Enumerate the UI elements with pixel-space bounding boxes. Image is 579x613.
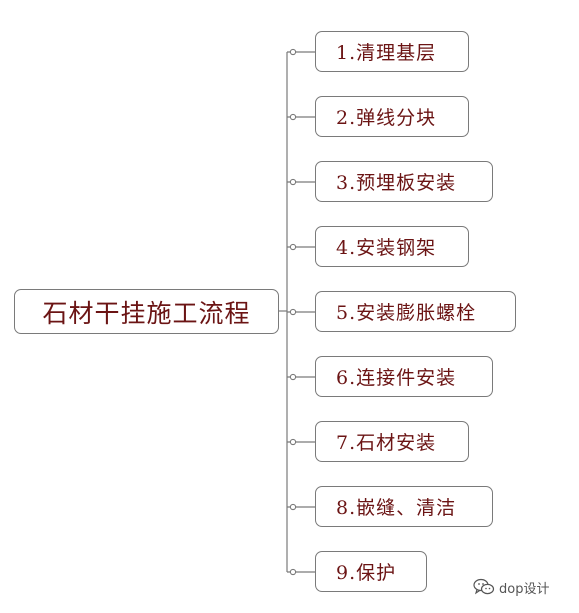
step-node-4: 4.安装钢架 — [315, 226, 469, 267]
step-node-5: 5.安装膨胀螺栓 — [315, 291, 516, 332]
step-node-8: 8.嵌缝、清洁 — [315, 486, 493, 527]
branch-node-circle-2 — [289, 113, 297, 121]
step-label-5: 5.安装膨胀螺栓 — [336, 302, 477, 324]
step-node-6: 6.连接件安装 — [315, 356, 493, 397]
step-label-1: 1.清理基层 — [336, 42, 437, 64]
branch-node-circle-3 — [289, 178, 297, 186]
wechat-icon — [473, 578, 495, 596]
step-label-2: 2.弹线分块 — [336, 107, 437, 129]
watermark-text: dop设计 — [499, 581, 550, 597]
root-node-label: 石材干挂施工流程 — [42, 298, 251, 328]
branch-node-circle-8 — [289, 503, 297, 511]
root-node: 石材干挂施工流程 — [14, 289, 279, 334]
step-label-8: 8.嵌缝、清洁 — [336, 497, 457, 519]
branch-node-circle-6 — [289, 373, 297, 381]
step-label-3: 3.预埋板安装 — [336, 172, 457, 194]
step-label-6: 6.连接件安装 — [336, 367, 457, 389]
branch-node-circle-1 — [289, 48, 297, 56]
branch-node-circle-9 — [289, 568, 297, 576]
watermark: dop设计 — [473, 576, 549, 598]
branch-node-circle-4 — [289, 243, 297, 251]
step-label-4: 4.安装钢架 — [336, 237, 437, 259]
branch-node-circle-7 — [289, 438, 297, 446]
step-label-9: 9.保护 — [336, 562, 397, 584]
step-node-1: 1.清理基层 — [315, 31, 469, 72]
step-label-7: 7.石材安装 — [336, 432, 437, 454]
step-node-7: 7.石材安装 — [315, 421, 469, 462]
step-node-3: 3.预埋板安装 — [315, 161, 493, 202]
step-node-2: 2.弹线分块 — [315, 96, 469, 137]
branch-node-circle-5 — [289, 308, 297, 316]
branch-connectors — [287, 48, 315, 576]
step-node-9: 9.保护 — [315, 551, 427, 592]
